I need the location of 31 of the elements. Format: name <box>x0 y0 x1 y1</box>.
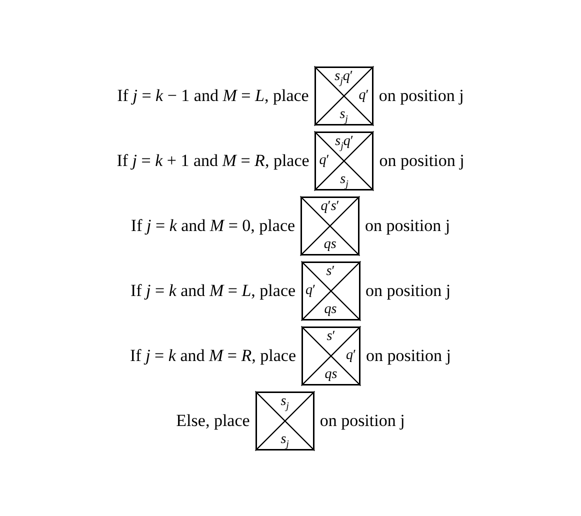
edge-symbol: s$_{j}$ <box>340 108 348 122</box>
rule-text: on position j <box>366 346 452 366</box>
tile-square <box>302 326 360 384</box>
edge-symbol: q′ <box>319 154 330 168</box>
tile-square <box>301 196 360 254</box>
rule-text: If j = k and M = R, place <box>130 346 296 366</box>
rule-text: on position j <box>320 410 405 430</box>
rule-text: on position j <box>366 280 451 300</box>
edge-symbol: s$_{j}$ <box>340 172 348 186</box>
edge-symbol: s′ <box>326 264 335 278</box>
edge-symbol: qs <box>324 238 336 252</box>
tile-square <box>314 66 373 124</box>
rule-text: If j = k and M = L, place <box>130 280 296 300</box>
edge-symbol: qs <box>324 302 337 316</box>
rule-text: on position j <box>379 150 464 170</box>
tile-square <box>302 262 360 320</box>
edge-symbol: q′ <box>306 284 316 298</box>
edge-symbol: s$_{j}$ <box>280 432 289 446</box>
edge-symbol: q′ <box>346 348 356 362</box>
rule-text: If j = k and M = 0, place <box>130 216 296 236</box>
edge-symbol: q′ <box>358 88 369 102</box>
rule-text: on position j <box>365 216 450 236</box>
rule-text: Else, place <box>176 410 250 430</box>
edge-symbol: s′ <box>326 330 336 344</box>
rule-text: If j = k − 1 and M = L, place <box>117 86 309 106</box>
tile-square <box>256 392 314 450</box>
rule-text: If j = k + 1 and M = R, place <box>116 150 310 170</box>
tile-square <box>315 132 374 190</box>
rule-text: on position j <box>378 86 464 106</box>
edge-symbol: q′s′ <box>320 200 340 214</box>
edge-symbol: qs <box>324 368 338 382</box>
